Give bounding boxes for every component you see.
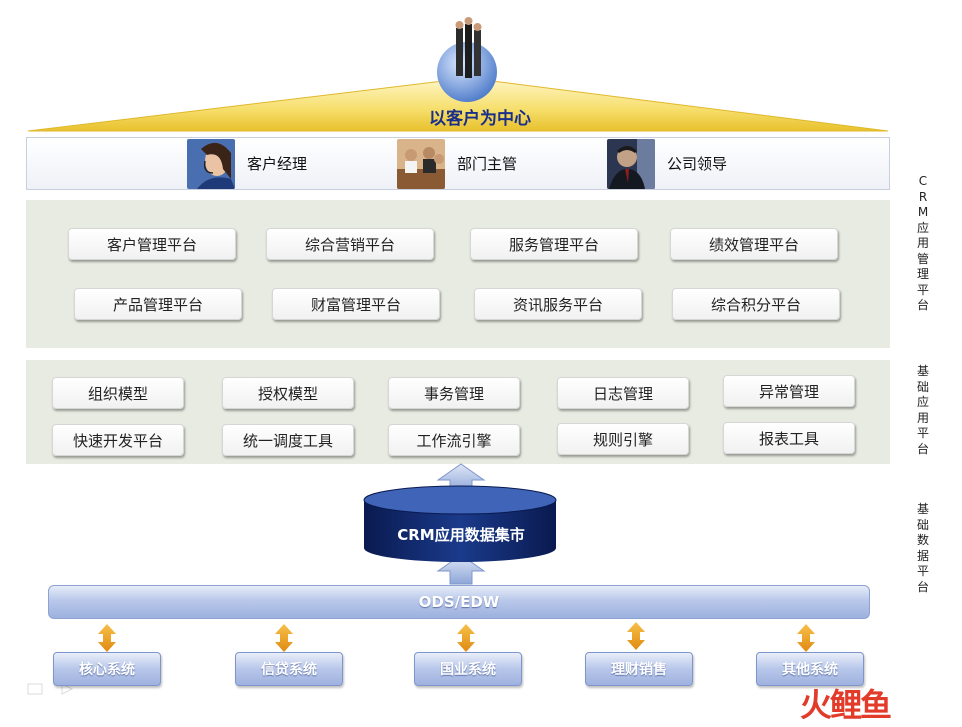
bidirectional-arrow-icon — [797, 624, 815, 652]
source-system-credit: 信贷系统 — [235, 652, 343, 686]
bidirectional-arrow-icon — [627, 622, 645, 650]
source-system-business: 国业系统 — [414, 652, 522, 686]
data-mart-label: CRM应用数据集市 — [366, 524, 556, 545]
bidirectional-arrow-icon — [457, 624, 475, 652]
ods-edw-bar: ODS/EDW — [48, 585, 870, 619]
watermark-logo: 火鲤鱼 — [800, 680, 890, 726]
bidirectional-arrow-icon — [275, 624, 293, 652]
source-system-core: 核心系统 — [53, 652, 161, 686]
bidirectional-arrow-icon — [98, 624, 116, 652]
source-system-wealth-sales: 理财销售 — [585, 652, 693, 686]
